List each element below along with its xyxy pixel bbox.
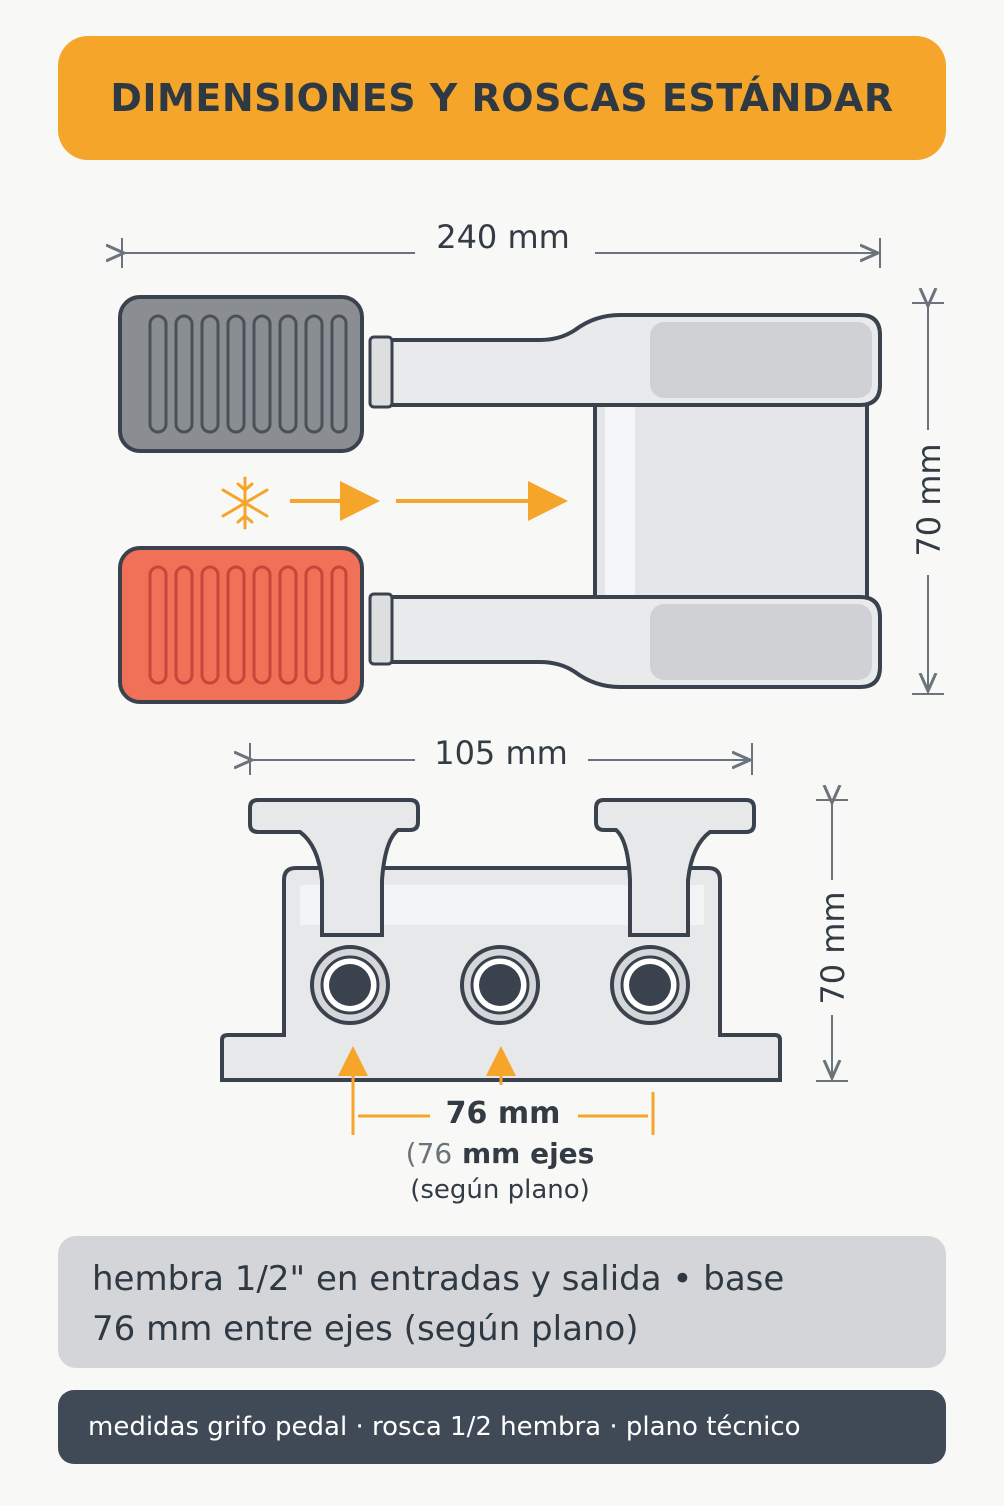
width-dimension-front: 105 mm: [250, 734, 753, 775]
inlet-port-right: [610, 945, 690, 1025]
front-height-label: 70 mm: [814, 891, 852, 1004]
snowflake-icon: [221, 476, 269, 530]
width-dimension-top: 240 mm: [122, 218, 881, 268]
top-view: 240 mm: [118, 218, 948, 704]
outlet-port-center: [460, 945, 540, 1025]
axis-spacing-source: (según plano): [410, 1175, 590, 1205]
thread-description: hembra 1/2" en entradas y salida • base …: [58, 1236, 946, 1368]
top-height-label: 70 mm: [910, 443, 948, 556]
axis-spacing-label: 76 mm: [446, 1096, 561, 1131]
title-banner: DIMENSIONES Y ROSCAS ESTÁNDAR: [58, 36, 946, 160]
page-title: DIMENSIONES Y ROSCAS ESTÁNDAR: [110, 76, 894, 120]
hot-pedal: [118, 546, 364, 704]
height-dimension-front: 70 mm: [814, 800, 852, 1082]
axis-spacing-dimension: 76 mm (76 mm ejes (según plano): [338, 1046, 655, 1205]
description-line-1: hembra 1/2" en entradas y salida • base: [92, 1259, 785, 1299]
axis-spacing-note: (76 mm ejes: [406, 1137, 595, 1170]
front-view: 105 mm 70 mm: [220, 734, 852, 1205]
description-line-2: 76 mm entre ejes (según plano): [92, 1309, 639, 1349]
front-width-label: 105 mm: [434, 734, 568, 772]
footer-bar: medidas grifo pedal · rosca 1/2 hembra ·…: [58, 1390, 946, 1464]
valve-body: [593, 388, 869, 614]
cold-lever-arm: [368, 313, 882, 409]
inlet-port-left: [310, 945, 390, 1025]
right-mount-bracket: [594, 798, 756, 937]
cold-pedal: [118, 295, 364, 453]
left-mount-bracket: [248, 798, 420, 937]
top-width-label: 240 mm: [436, 218, 570, 256]
footer-keywords: medidas grifo pedal · rosca 1/2 hembra ·…: [88, 1412, 801, 1442]
height-dimension-top: 70 mm: [910, 303, 948, 695]
hot-lever-arm: [368, 592, 882, 689]
